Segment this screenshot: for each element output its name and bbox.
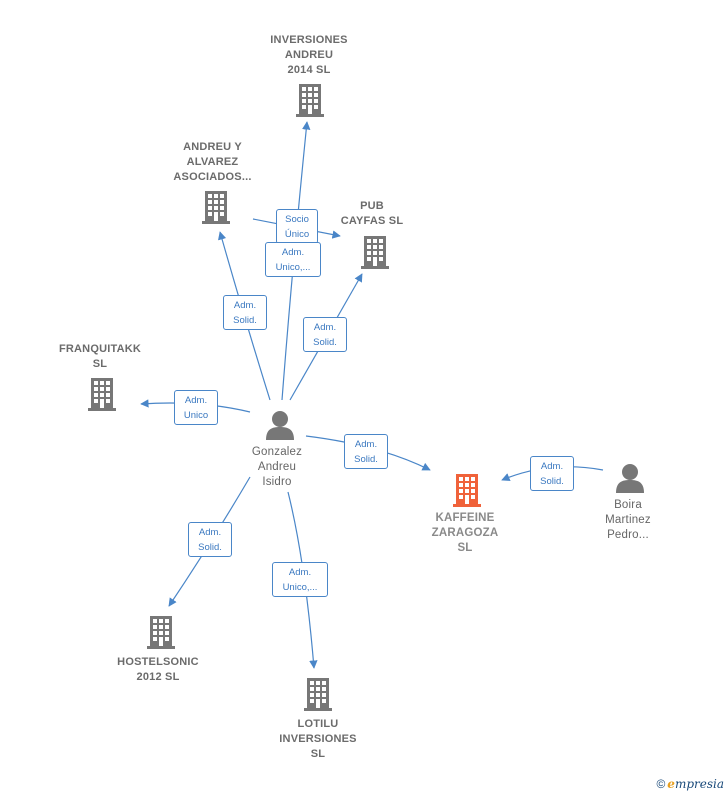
edge-label-adm-solid-boira[interactable]: Adm. Solid. [530,456,574,491]
copyright-symbol: © [656,777,666,791]
brand-name: mpresia [674,777,724,791]
node-label-inversiones-andreu[interactable]: INVERSIONES ANDREU 2014 SL [270,34,348,76]
edge-label-adm-unico-franquitakk[interactable]: Adm. Unico [174,390,218,425]
node-label-lotilu[interactable]: LOTILU INVERSIONES SL [279,718,357,760]
empresia-watermark: ©empresia [656,777,724,791]
building-icon[interactable] [296,84,324,117]
node-label-hostelsonic[interactable]: HOSTELSONIC 2012 SL [117,656,199,683]
building-icon[interactable] [88,378,116,411]
building-icon[interactable] [147,616,175,649]
edge-label-socio-unico[interactable]: Socio Único [276,209,318,244]
edge-label-adm-unico-lotilu[interactable]: Adm. Unico,... [272,562,328,597]
edge-label-adm-solid-pub[interactable]: Adm. Solid. [303,317,347,352]
edge-label-adm-unico-inversiones[interactable]: Adm. Unico,... [265,242,321,277]
node-label-gonzalez[interactable]: Gonzalez Andreu Isidro [251,446,303,488]
person-icon[interactable] [616,464,644,493]
person-icon[interactable] [266,411,294,440]
edge-label-adm-solid-hostelsonic[interactable]: Adm. Solid. [188,522,232,557]
building-icon[interactable] [361,236,389,269]
node-label-andreu-alvarez[interactable]: ANDREU Y ALVAREZ ASOCIADOS... [173,141,252,183]
edge-label-adm-solid-andreu[interactable]: Adm. Solid. [223,295,267,330]
edge-label-adm-solid-kaffeine[interactable]: Adm. Solid. [344,434,388,469]
building-icon[interactable] [453,474,481,507]
node-label-kaffeine[interactable]: KAFFEINE ZARAGOZA SL [431,512,499,554]
node-label-boira[interactable]: Boira Martinez Pedro... [605,499,651,541]
node-label-franquitakk[interactable]: FRANQUITAKK SL [58,343,142,370]
brand-initial: e [667,777,675,791]
node-label-pub-cayfas[interactable]: PUB CAYFAS SL [340,200,404,227]
building-icon[interactable] [304,678,332,711]
building-icon[interactable] [202,191,230,224]
